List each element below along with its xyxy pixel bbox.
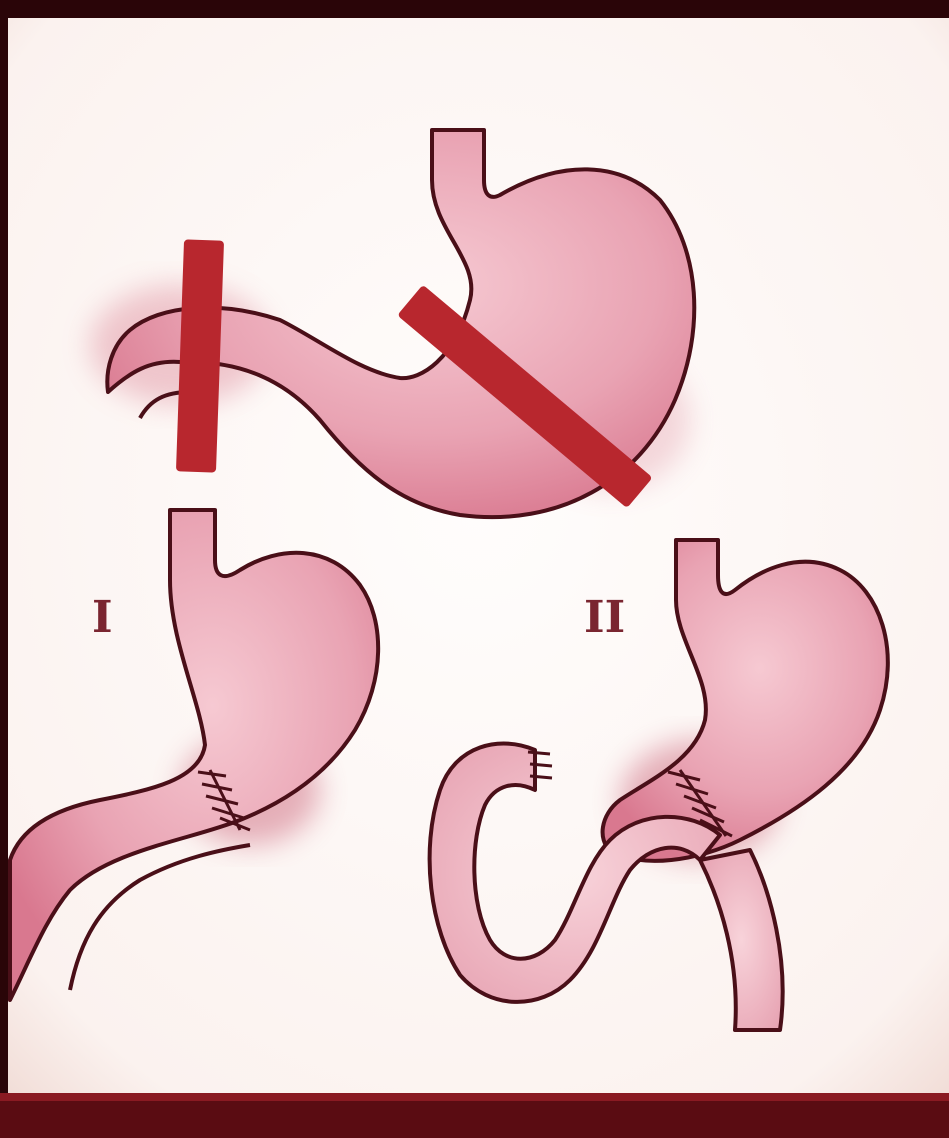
duodenal-resection-bar	[176, 239, 224, 472]
label-billroth-2: II	[584, 592, 625, 643]
label-billroth-1: I	[92, 592, 113, 643]
bottom-frame-edge	[0, 1093, 949, 1101]
